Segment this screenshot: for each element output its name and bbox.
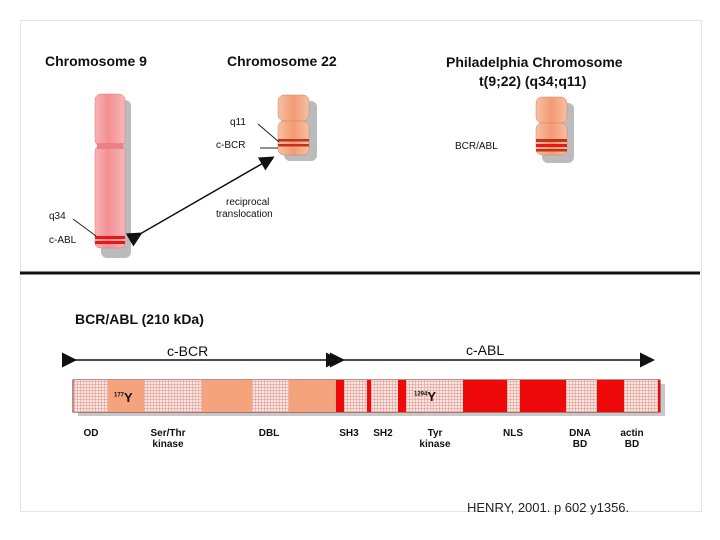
philadelphia-title: Philadelphia Chromosome [446,54,623,70]
domain-label-dbl: DBL [258,428,280,439]
chr9-title: Chromosome 9 [45,53,147,69]
segment-c-terminus [658,380,660,412]
chr22-gene-label: c-BCR [216,140,246,151]
domain-label-sh3: SH3 [339,428,359,439]
segment-od [74,380,108,412]
chromosome-9 [72,93,131,258]
abl-region-label: c-ABL [466,342,505,358]
segment-gap-1 [367,380,371,412]
translocation-label-line2: translocation [216,209,273,220]
protein-title: BCR/ABL (210 kDa) [75,311,204,327]
segment-ser-thr-kinase [144,380,202,412]
segment-nls [507,380,520,412]
segment-tyr-kinase [406,380,463,412]
chr9-q34-band [95,236,125,239]
translocation-label-line1: reciprocal [226,197,270,208]
segment-sh2 [371,380,398,412]
tyrosine-1294-letter: Y [427,389,437,404]
segment-actin-bd [624,380,658,412]
philadelphia-subtitle: t(9;22) (q34;q11) [479,73,587,89]
segment-y177 [108,380,144,412]
segment-abl-mid-1 [463,380,507,412]
chromosome-22 [257,94,317,161]
tyrosine-177-label: 177Y [114,390,133,405]
chr9-gene-label: c-ABL [49,235,77,246]
tyrosine-177-number: 177 [114,392,125,399]
domain-label-nls: NLS [503,428,523,439]
segment-abl-mid-3 [597,380,624,412]
philadelphia-chromosome [535,96,574,163]
segment-linker [202,380,252,412]
chr22-q11-band [278,139,309,142]
bcr-abl-band [536,139,567,142]
segment-sh3 [344,380,367,412]
translocation-arrow [125,156,275,247]
segment-abl-mid-2 [520,380,566,412]
chr22-band-label: q11 [230,117,246,128]
tyrosine-1294-number: 1294 [414,391,428,398]
chr9-band-label: q34 [49,211,66,222]
slide-frame [20,20,702,512]
segment-dna-bd [566,380,597,412]
segment-gap-2 [398,380,406,412]
segment-ph [289,380,336,412]
citation: HENRY, 2001. p 602 y1356. [467,500,630,515]
tyrosine-177-letter: Y [124,390,133,405]
segment-junction [336,380,344,412]
tyrosine-1294-label: 1294Y [414,389,436,404]
domain-label-od: OD [83,428,99,439]
chr22-title: Chromosome 22 [227,53,337,69]
philadelphia-gene-label: BCR/ABL [455,141,498,152]
bcr-region-label: c-BCR [167,343,209,359]
segment-dbl [252,380,289,412]
domain-label-sh2: SH2 [373,428,393,439]
